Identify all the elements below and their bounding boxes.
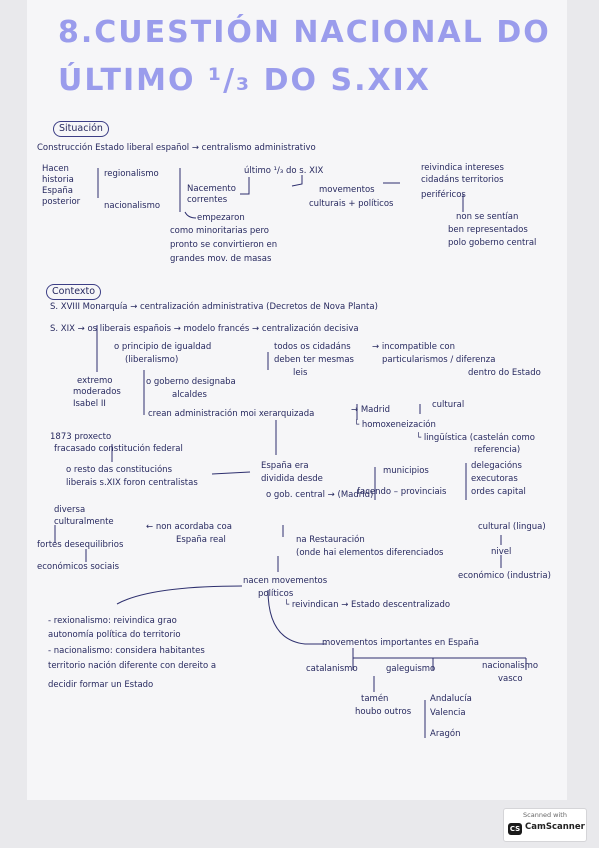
text: (onde hai elementos diferenciados <box>296 548 444 558</box>
text: posterior <box>42 197 81 207</box>
text: Nacemento <box>187 184 236 194</box>
text: o gob. central → (Madrid) <box>266 490 374 500</box>
text: empezaron <box>197 213 245 223</box>
text: └ homoxeneización <box>354 420 436 430</box>
text: └ reivindican → Estado descentralizado <box>284 600 451 610</box>
text: → incompatible con <box>372 342 455 352</box>
text: extremo <box>77 376 113 386</box>
text: todos os cidadáns <box>274 342 351 352</box>
text: movementos importantes en España <box>322 638 479 648</box>
text: liberais s.XIX foron centralistas <box>66 478 198 488</box>
situacion-line1: Construcción Estado liberal español → ce… <box>37 143 316 153</box>
text: movementos <box>319 185 375 195</box>
text: └ lingüística (castelán como <box>416 433 535 443</box>
text: políticos <box>258 589 294 599</box>
camscanner-badge: Scanned with CS CamScanner <box>503 808 587 842</box>
text: o goberno designaba <box>146 377 236 387</box>
notes-page <box>27 0 567 800</box>
heading-contexto: Contexto <box>46 284 102 300</box>
page-title-line2: ÚLTIMO ¹/₃ DO S.XIX <box>58 63 431 98</box>
text: cultural <box>432 400 465 410</box>
text: nacen movementos <box>243 576 328 586</box>
text: non se sentían <box>456 212 519 222</box>
text: na Restauración <box>296 535 365 545</box>
text: vasco <box>498 674 523 684</box>
text: → Madrid <box>351 405 391 415</box>
text: particularismos / diferenza <box>382 355 496 365</box>
text: Hacen <box>42 164 69 174</box>
heading-situacion: Situación <box>53 121 109 137</box>
definition-line: - nacionalismo: considera habitantes <box>48 646 205 656</box>
text: económico (industria) <box>458 571 551 581</box>
text: dividida desde <box>261 474 323 484</box>
text: correntes <box>187 195 228 205</box>
text: moderados <box>73 387 121 397</box>
camscanner-logo-icon: CS <box>508 823 522 835</box>
text: España era <box>261 461 309 471</box>
text: polo goberno central <box>448 238 537 248</box>
text: Andalucía <box>430 694 472 704</box>
text: cidadáns territorios <box>421 175 504 185</box>
text: España real <box>176 535 226 545</box>
text: Valencia <box>430 708 466 718</box>
text: 1873 proxecto <box>50 432 112 442</box>
text: nivel <box>491 547 512 557</box>
text: deben ter mesmas <box>274 355 354 365</box>
text: reivindica intereses <box>421 163 504 173</box>
text: ← non acordaba coa <box>146 522 232 532</box>
text: pronto se convirtieron en <box>170 240 278 250</box>
text: España <box>42 186 73 196</box>
text: fortes desequilibrios <box>37 540 124 550</box>
text: S. XVIII Monarquía → centralización admi… <box>50 302 378 312</box>
definition-line: autonomía política do territorio <box>48 630 181 640</box>
text: cultural (lingua) <box>478 522 546 532</box>
text: económicos sociais <box>37 562 119 572</box>
text: o resto das constitucións <box>66 465 172 475</box>
text: o principio de igualdad <box>114 342 212 352</box>
text: último ¹/₃ do s. XIX <box>244 166 324 176</box>
text: como minoritarias pero <box>170 226 270 236</box>
text: culturalmente <box>54 517 114 527</box>
text: facendo – provinciais <box>357 487 447 497</box>
definition-line: decidir formar un Estado <box>48 680 154 690</box>
text: crean administración moi xerarquizada <box>148 409 315 419</box>
text: referencia) <box>474 445 521 455</box>
text: Aragón <box>430 729 461 739</box>
definition-line: - rexionalismo: reivindica grao <box>48 616 177 626</box>
text: executoras <box>471 474 518 484</box>
text: ben representados <box>448 225 528 235</box>
text: Isabel II <box>73 399 106 409</box>
text: houbo outros <box>355 707 412 717</box>
text: culturais + políticos <box>309 199 394 209</box>
text: grandes mov. de masas <box>170 254 272 264</box>
text: municipios <box>383 466 429 476</box>
text: diversa <box>54 505 86 515</box>
text: delegacións <box>471 461 522 471</box>
text: dentro do Estado <box>468 368 541 378</box>
scanned-with-label: Scanned with <box>523 811 567 819</box>
text-regionalismo: regionalismo <box>104 169 159 179</box>
text: tamén <box>361 694 389 704</box>
text: ordes capital <box>471 487 526 497</box>
text: nacionalismo <box>482 661 539 671</box>
camscanner-name: CamScanner <box>525 822 585 832</box>
text: (liberalismo) <box>125 355 179 365</box>
text: galeguismo <box>386 664 436 674</box>
text: S. XIX → os liberais españois → modelo f… <box>50 324 359 334</box>
page-title-line1: 8.CUESTIÓN NACIONAL DO <box>58 15 551 50</box>
text: alcaldes <box>172 390 207 400</box>
text-nacionalismo: nacionalismo <box>104 201 161 211</box>
text: periféricos <box>421 190 466 200</box>
definition-line: territorio nación diferente con dereito … <box>48 661 217 671</box>
text: catalanismo <box>306 664 358 674</box>
text: leis <box>293 368 308 378</box>
text: fracasado constitución federal <box>54 444 183 454</box>
text: historia <box>42 175 74 185</box>
